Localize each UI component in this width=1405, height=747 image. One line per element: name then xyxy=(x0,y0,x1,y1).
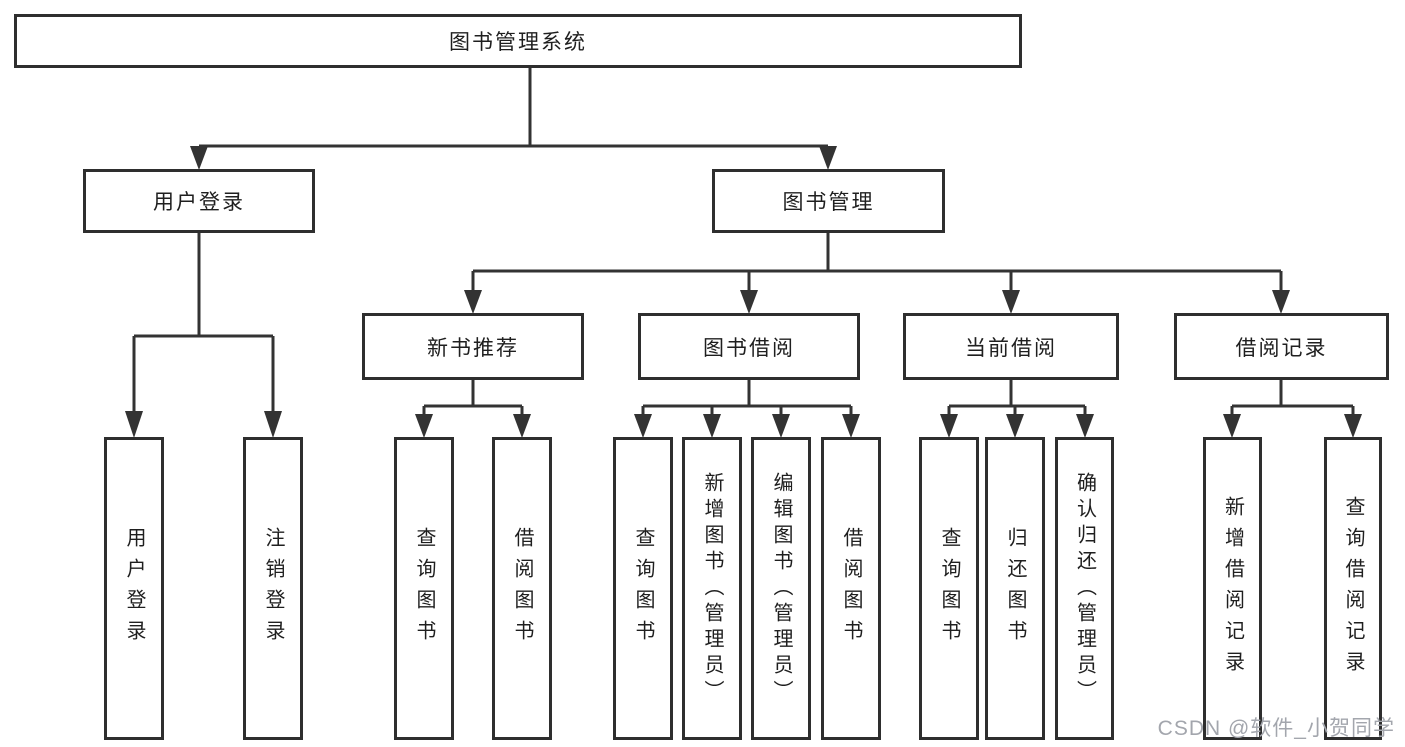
leaf-label: 用户登录 xyxy=(123,526,145,651)
leaf-logout: 注销登录 xyxy=(243,437,303,740)
leaf-add-book-admin: 新增图书（管理员） xyxy=(682,437,742,740)
leaf-label: 确认归还（管理员） xyxy=(1073,471,1096,706)
connector-book-borrow-group xyxy=(634,380,860,438)
leaf-query-books-recommend: 查询图书 xyxy=(394,437,454,740)
leaf-label: 查询图书 xyxy=(413,526,435,651)
leaf-confirm-return-admin: 确认归还（管理员） xyxy=(1055,437,1114,740)
node-label: 当前借阅 xyxy=(965,336,1057,360)
leaf-label: 注销登录 xyxy=(262,526,284,651)
node-borrow-records: 借阅记录 xyxy=(1174,313,1389,380)
connector-user-login-group xyxy=(125,233,282,438)
node-label: 用户登录 xyxy=(153,191,245,214)
leaf-label: 新增图书（管理员） xyxy=(701,471,723,706)
leaf-label: 借阅图书 xyxy=(511,526,533,651)
node-label: 新书推荐 xyxy=(427,336,519,360)
node-library-system: 图书管理系统 xyxy=(14,14,1022,68)
connector-current-borrow-group xyxy=(940,380,1094,438)
leaf-label: 归还图书 xyxy=(1004,526,1026,651)
leaf-label: 查询图书 xyxy=(938,526,960,651)
connector-borrow-records-group xyxy=(1223,380,1362,438)
leaf-user-login: 用户登录 xyxy=(104,437,164,740)
node-current-borrow: 当前借阅 xyxy=(903,313,1119,380)
leaf-borrow-book: 借阅图书 xyxy=(821,437,881,740)
leaf-query-borrow-record: 查询借阅记录 xyxy=(1324,437,1382,740)
node-new-book-recommend: 新书推荐 xyxy=(362,313,584,380)
leaf-label: 借阅图书 xyxy=(840,526,862,651)
connector-new-book-group xyxy=(415,380,531,438)
leaf-query-books-borrow: 查询图书 xyxy=(613,437,673,740)
connector-root-to-level2 xyxy=(190,68,837,170)
csdn-watermark: CSDN @软件_小贺同学 xyxy=(1157,717,1395,740)
leaf-label: 新增借阅记录 xyxy=(1221,495,1244,682)
leaf-query-books-current: 查询图书 xyxy=(919,437,979,740)
node-label: 图书借阅 xyxy=(703,336,795,360)
leaf-borrow-books-recommend: 借阅图书 xyxy=(492,437,552,740)
leaf-edit-book-admin: 编辑图书（管理员） xyxy=(751,437,811,740)
node-label: 图书管理系统 xyxy=(449,31,587,54)
node-label: 图书管理 xyxy=(782,191,875,214)
node-book-management: 图书管理 xyxy=(712,169,945,233)
leaf-label: 编辑图书（管理员） xyxy=(770,471,792,706)
node-label: 借阅记录 xyxy=(1235,336,1328,360)
leaf-label: 查询借阅记录 xyxy=(1342,495,1364,682)
leaf-add-borrow-record: 新增借阅记录 xyxy=(1203,437,1262,740)
leaf-label: 查询图书 xyxy=(632,526,654,651)
leaf-return-book: 归还图书 xyxy=(985,437,1045,740)
node-book-borrow: 图书借阅 xyxy=(638,313,860,380)
connector-book-management-to-level3 xyxy=(464,233,1290,314)
node-user-login: 用户登录 xyxy=(83,169,315,233)
